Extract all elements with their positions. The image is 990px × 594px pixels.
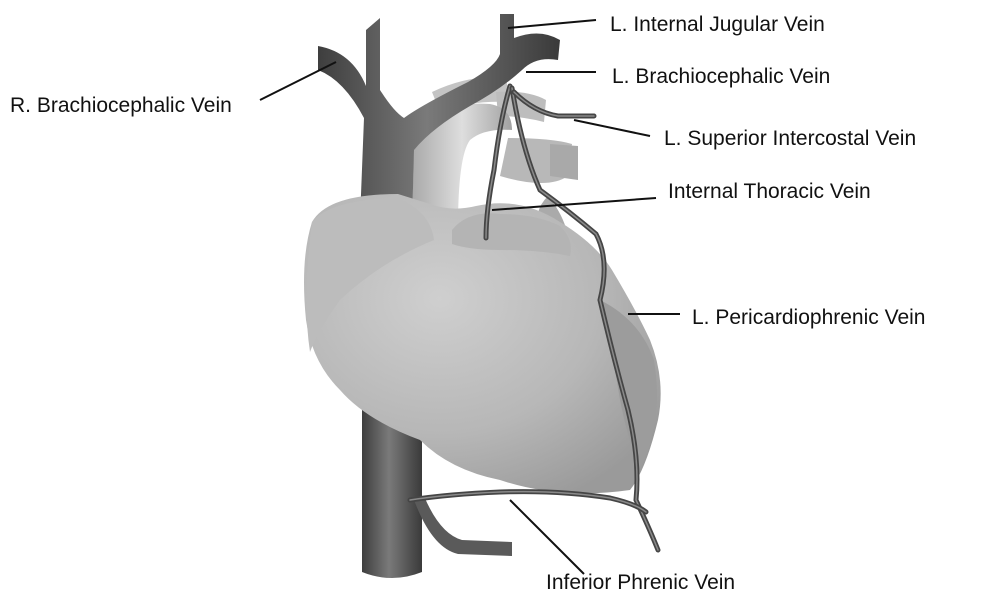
label-inferior-phrenic-vein: Inferior Phrenic Vein xyxy=(546,571,735,594)
inferior-phrenic-branch-stub xyxy=(414,496,512,556)
label-l-internal-jugular-vein: L. Internal Jugular Vein xyxy=(610,13,825,36)
leader-l-superior-intercostal xyxy=(574,120,650,136)
heart xyxy=(304,194,661,493)
label-internal-thoracic-vein: Internal Thoracic Vein xyxy=(668,180,871,203)
label-l-pericardiophrenic-vein: L. Pericardiophrenic Vein xyxy=(692,306,925,329)
leader-inferior-phrenic xyxy=(510,500,584,574)
leader-r-brachiocephalic xyxy=(260,62,336,100)
label-l-brachiocephalic-vein: L. Brachiocephalic Vein xyxy=(612,65,830,88)
label-r-brachiocephalic-vein: R. Brachiocephalic Vein xyxy=(10,94,232,117)
leader-internal-thoracic xyxy=(492,198,656,210)
label-l-superior-intercostal-vein: L. Superior Intercostal Vein xyxy=(664,127,916,150)
leader-l-internal-jugular xyxy=(508,20,596,28)
inferior-phrenic-vein xyxy=(410,492,646,512)
